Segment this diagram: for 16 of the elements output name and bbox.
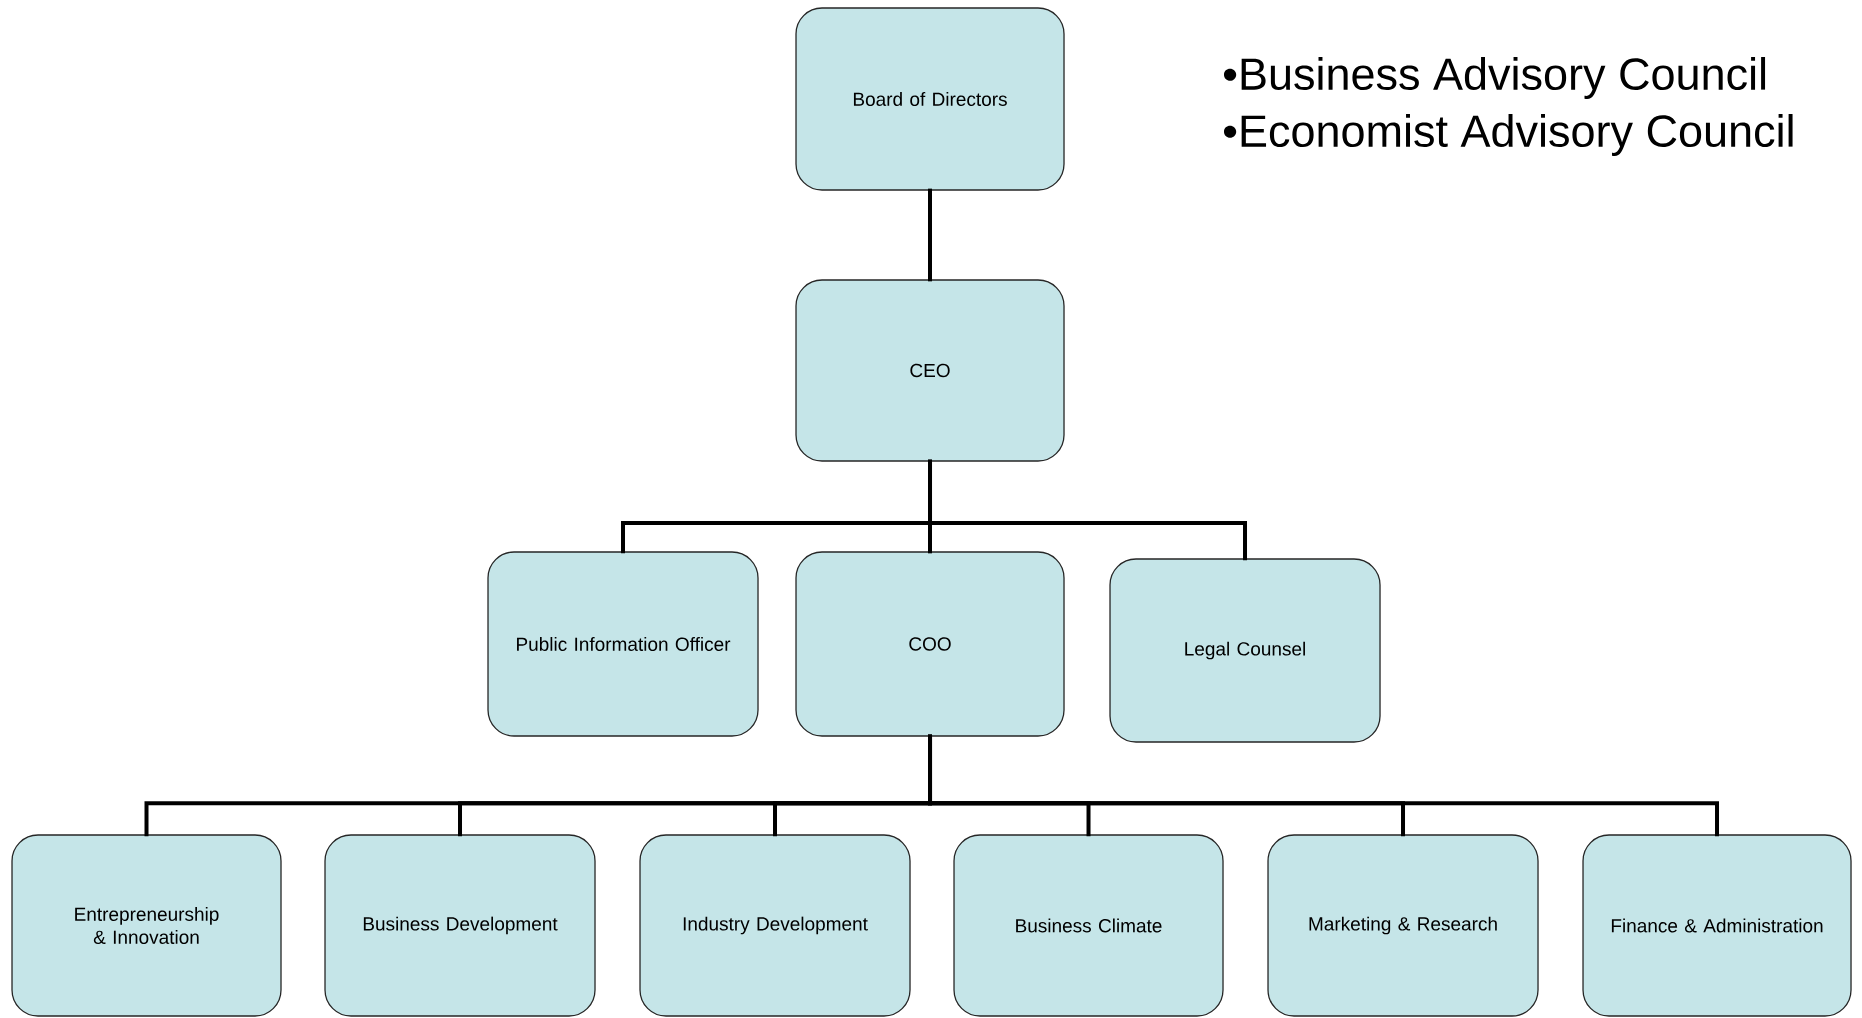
org-box: Finance & Administration [1582, 834, 1852, 1017]
org-box: Business Development [324, 834, 596, 1017]
council-name: •Business Advisory Council [1224, 57, 1766, 99]
org-box: CEO [795, 279, 1065, 462]
council-name: •Economist Advisory Council [1224, 114, 1793, 156]
org-box: Industry Development [639, 834, 911, 1017]
org-box: Legal Counsel [1109, 558, 1381, 743]
connector [928, 734, 1719, 837]
org-box: Public Information Officer [487, 551, 759, 737]
org-box: COO [795, 551, 1065, 737]
connector [928, 459, 1247, 561]
org-box: Board of Directors [795, 7, 1065, 191]
connector [928, 188, 932, 282]
org-box: Marketing & Research [1267, 834, 1539, 1017]
org-box: Business Climate [953, 834, 1224, 1017]
org-box: Entrepreneurship & Innovation [11, 834, 282, 1017]
